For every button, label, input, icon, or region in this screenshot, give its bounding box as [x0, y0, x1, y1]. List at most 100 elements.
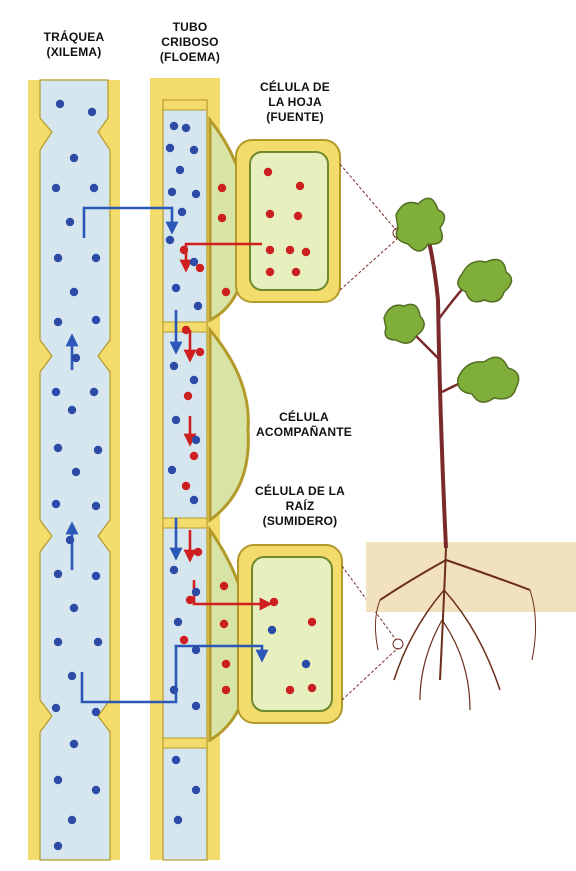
water-dot: [69, 603, 79, 613]
sugar-dot: [221, 685, 231, 695]
water-dot: [51, 703, 61, 713]
sugar-flow-arrow: [192, 580, 273, 611]
sugar-dot: [291, 267, 301, 277]
water-dot: [165, 235, 175, 245]
sugar-flow-arrow: [179, 242, 262, 273]
sugar-dot: [219, 619, 229, 629]
sugar-dot: [295, 181, 305, 191]
sugar-dot: [189, 451, 199, 461]
label-tubo-criboso: TUBO CRIBOSO (FLOEMA): [159, 20, 221, 64]
leaf: [395, 197, 446, 252]
water-dot: [91, 501, 101, 511]
sugar-dot: [285, 685, 295, 695]
water-dot: [93, 445, 103, 455]
label-celula-hoja: CÉLULA DE LA HOJA (FUENTE): [259, 80, 331, 124]
water-dot: [165, 143, 175, 153]
plant-illustration: [366, 197, 576, 711]
water-dot: [169, 685, 179, 695]
water-dot: [67, 671, 77, 681]
water-dot: [267, 625, 277, 635]
water-dot: [169, 121, 179, 131]
sugar-dot: [195, 263, 205, 273]
water-dot: [191, 435, 201, 445]
water-dot: [171, 415, 181, 425]
water-dot: [69, 287, 79, 297]
water-dot: [53, 253, 63, 263]
water-dot: [167, 465, 177, 475]
label-celula-raiz: CÉLULA DE LA RAÍZ (SUMIDERO): [255, 484, 345, 528]
sugar-dot: [219, 581, 229, 591]
sugar-dot: [265, 267, 275, 277]
water-dot: [67, 815, 77, 825]
water-dot: [191, 587, 201, 597]
sugar-dot: [221, 659, 231, 669]
sugar-dot: [221, 287, 231, 297]
root-cell-sink: [237, 544, 343, 724]
water-dot: [193, 301, 203, 311]
sugar-dot: [185, 595, 195, 605]
sugar-dot: [285, 245, 295, 255]
water-dot: [91, 707, 101, 717]
water-dot: [51, 387, 61, 397]
water-dot: [51, 183, 61, 193]
label-traquea: TRÁQUEA (XILEMA): [43, 30, 105, 59]
water-dot: [191, 785, 201, 795]
water-dot: [67, 405, 77, 415]
flow-arrows: [65, 206, 273, 704]
water-dot: [171, 283, 181, 293]
water-dot: [53, 841, 63, 851]
sugar-dot: [265, 209, 275, 219]
water-dot: [65, 217, 75, 227]
water-dot: [189, 375, 199, 385]
roots: [374, 547, 537, 711]
water-dot: [175, 165, 185, 175]
water-dot: [171, 755, 181, 765]
water-dot: [53, 317, 63, 327]
sugar-dot: [181, 325, 191, 335]
sugar-dot: [183, 391, 193, 401]
water-dot: [87, 107, 97, 117]
sugar-dot: [179, 635, 189, 645]
sugar-dot: [181, 481, 191, 491]
particles: [51, 99, 317, 851]
water-dot: [55, 99, 65, 109]
water-dot: [89, 387, 99, 397]
water-dot: [91, 253, 101, 263]
leaf: [457, 356, 520, 403]
soil: [366, 542, 576, 612]
stem: [416, 204, 448, 549]
water-dot: [69, 153, 79, 163]
leaf: [457, 258, 513, 303]
water-dot: [169, 565, 179, 575]
sugar-dot: [179, 245, 189, 255]
sugar-dot: [217, 183, 227, 193]
water-dot: [51, 499, 61, 509]
water-dot: [65, 535, 75, 545]
sugar-dot: [301, 247, 311, 257]
water-dot: [181, 123, 191, 133]
label-celula-acompanante: CÉLULA ACOMPAÑANTE: [256, 410, 352, 439]
water-dot: [191, 645, 201, 655]
water-dot: [301, 659, 311, 669]
water-dot: [93, 637, 103, 647]
water-dot: [91, 315, 101, 325]
sugar-dot: [265, 245, 275, 255]
water-dot: [167, 187, 177, 197]
water-dot: [169, 361, 179, 371]
sugar-dot: [269, 597, 279, 607]
sugar-dot: [307, 683, 317, 693]
leaf-cell-source: [235, 139, 341, 303]
water-dot: [71, 353, 81, 363]
sugar-dot: [293, 211, 303, 221]
water-dot: [89, 183, 99, 193]
leaf: [383, 303, 425, 344]
water-dot: [71, 467, 81, 477]
water-dot: [191, 701, 201, 711]
sugar-dot: [193, 547, 203, 557]
water-dot: [91, 571, 101, 581]
water-dot: [69, 739, 79, 749]
water-dot: [53, 569, 63, 579]
water-dot: [173, 815, 183, 825]
